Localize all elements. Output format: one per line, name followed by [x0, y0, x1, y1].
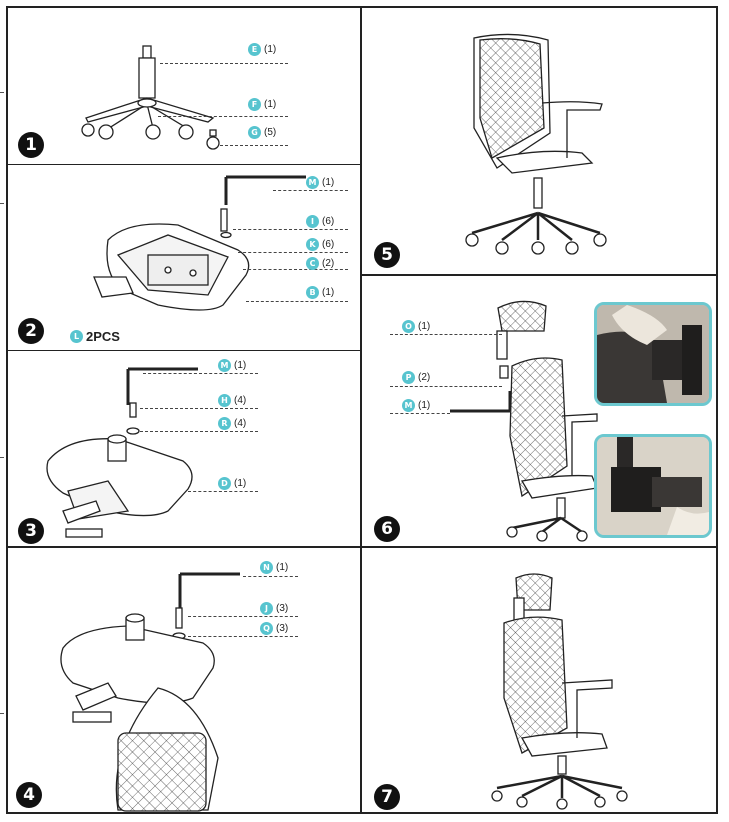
- callout-E: E(1): [248, 43, 276, 56]
- step-number-4: 4: [16, 782, 42, 808]
- headrest-detail-photo-top: [594, 302, 712, 406]
- step-number-1: 1: [18, 132, 44, 158]
- callout-M: M(1): [402, 399, 430, 412]
- margin-tick: [0, 713, 4, 714]
- step-5-panel: 5: [362, 8, 718, 274]
- step-number-6: 6: [374, 516, 400, 542]
- callout-C: C(2): [306, 257, 334, 270]
- step-1-panel: E(1) F(1) G(5) 1: [8, 8, 360, 164]
- step-number-3: 3: [18, 518, 44, 544]
- mechanism-illustration: [46, 367, 198, 538]
- step-4-panel: N(1) J(3) Q(3) 4: [8, 548, 360, 812]
- step-number-2: 2: [18, 318, 44, 344]
- callout-D: D(1): [218, 477, 246, 490]
- callout-H: H(4): [218, 394, 246, 407]
- assembly-instruction-sheet: E(1) F(1) G(5) 1: [6, 6, 718, 814]
- callout-G: G(5): [248, 126, 276, 139]
- step-6-panel: O(1) P(2) M(1) 6: [362, 276, 718, 546]
- callout-Q: Q(3): [260, 622, 288, 635]
- column-divider: [360, 8, 362, 812]
- row-divider-2: [8, 350, 360, 351]
- callout-O: O(1): [402, 320, 430, 333]
- step-7-panel: 7: [362, 548, 718, 812]
- callout-N: N(1): [260, 561, 288, 574]
- row-divider-right: [360, 274, 718, 276]
- completed-chair-illustration: [491, 573, 628, 810]
- callout-M: M(1): [218, 359, 246, 372]
- margin-tick: [0, 92, 4, 93]
- callout-F: F(1): [248, 98, 276, 111]
- step-3-panel: M(1) H(4) R(4) D(1) 3: [8, 351, 360, 546]
- backrest-attach-illustration: [60, 572, 240, 812]
- callout-B: B(1): [306, 286, 334, 299]
- margin-tick: [0, 203, 4, 204]
- margin-tick: [0, 457, 4, 458]
- chair-assembly-illustration: [465, 33, 607, 255]
- headrest-install-illustration: [450, 300, 598, 542]
- step-number-7: 7: [374, 784, 400, 810]
- seat-underside-illustration: [93, 175, 306, 311]
- headrest-detail-photo-bottom: [594, 434, 712, 538]
- callout-R: R(4): [218, 417, 246, 430]
- callout-P: P(2): [402, 371, 430, 384]
- callout-K: K(6): [306, 238, 334, 251]
- callout-M: M(1): [306, 176, 334, 189]
- step-number-5: 5: [374, 242, 400, 268]
- callout-J: J(3): [260, 602, 288, 615]
- chair-base-illustration: [81, 45, 220, 150]
- row-divider-3: [8, 546, 718, 548]
- row-divider-1: [8, 164, 360, 165]
- callout-I: I(6): [306, 215, 334, 228]
